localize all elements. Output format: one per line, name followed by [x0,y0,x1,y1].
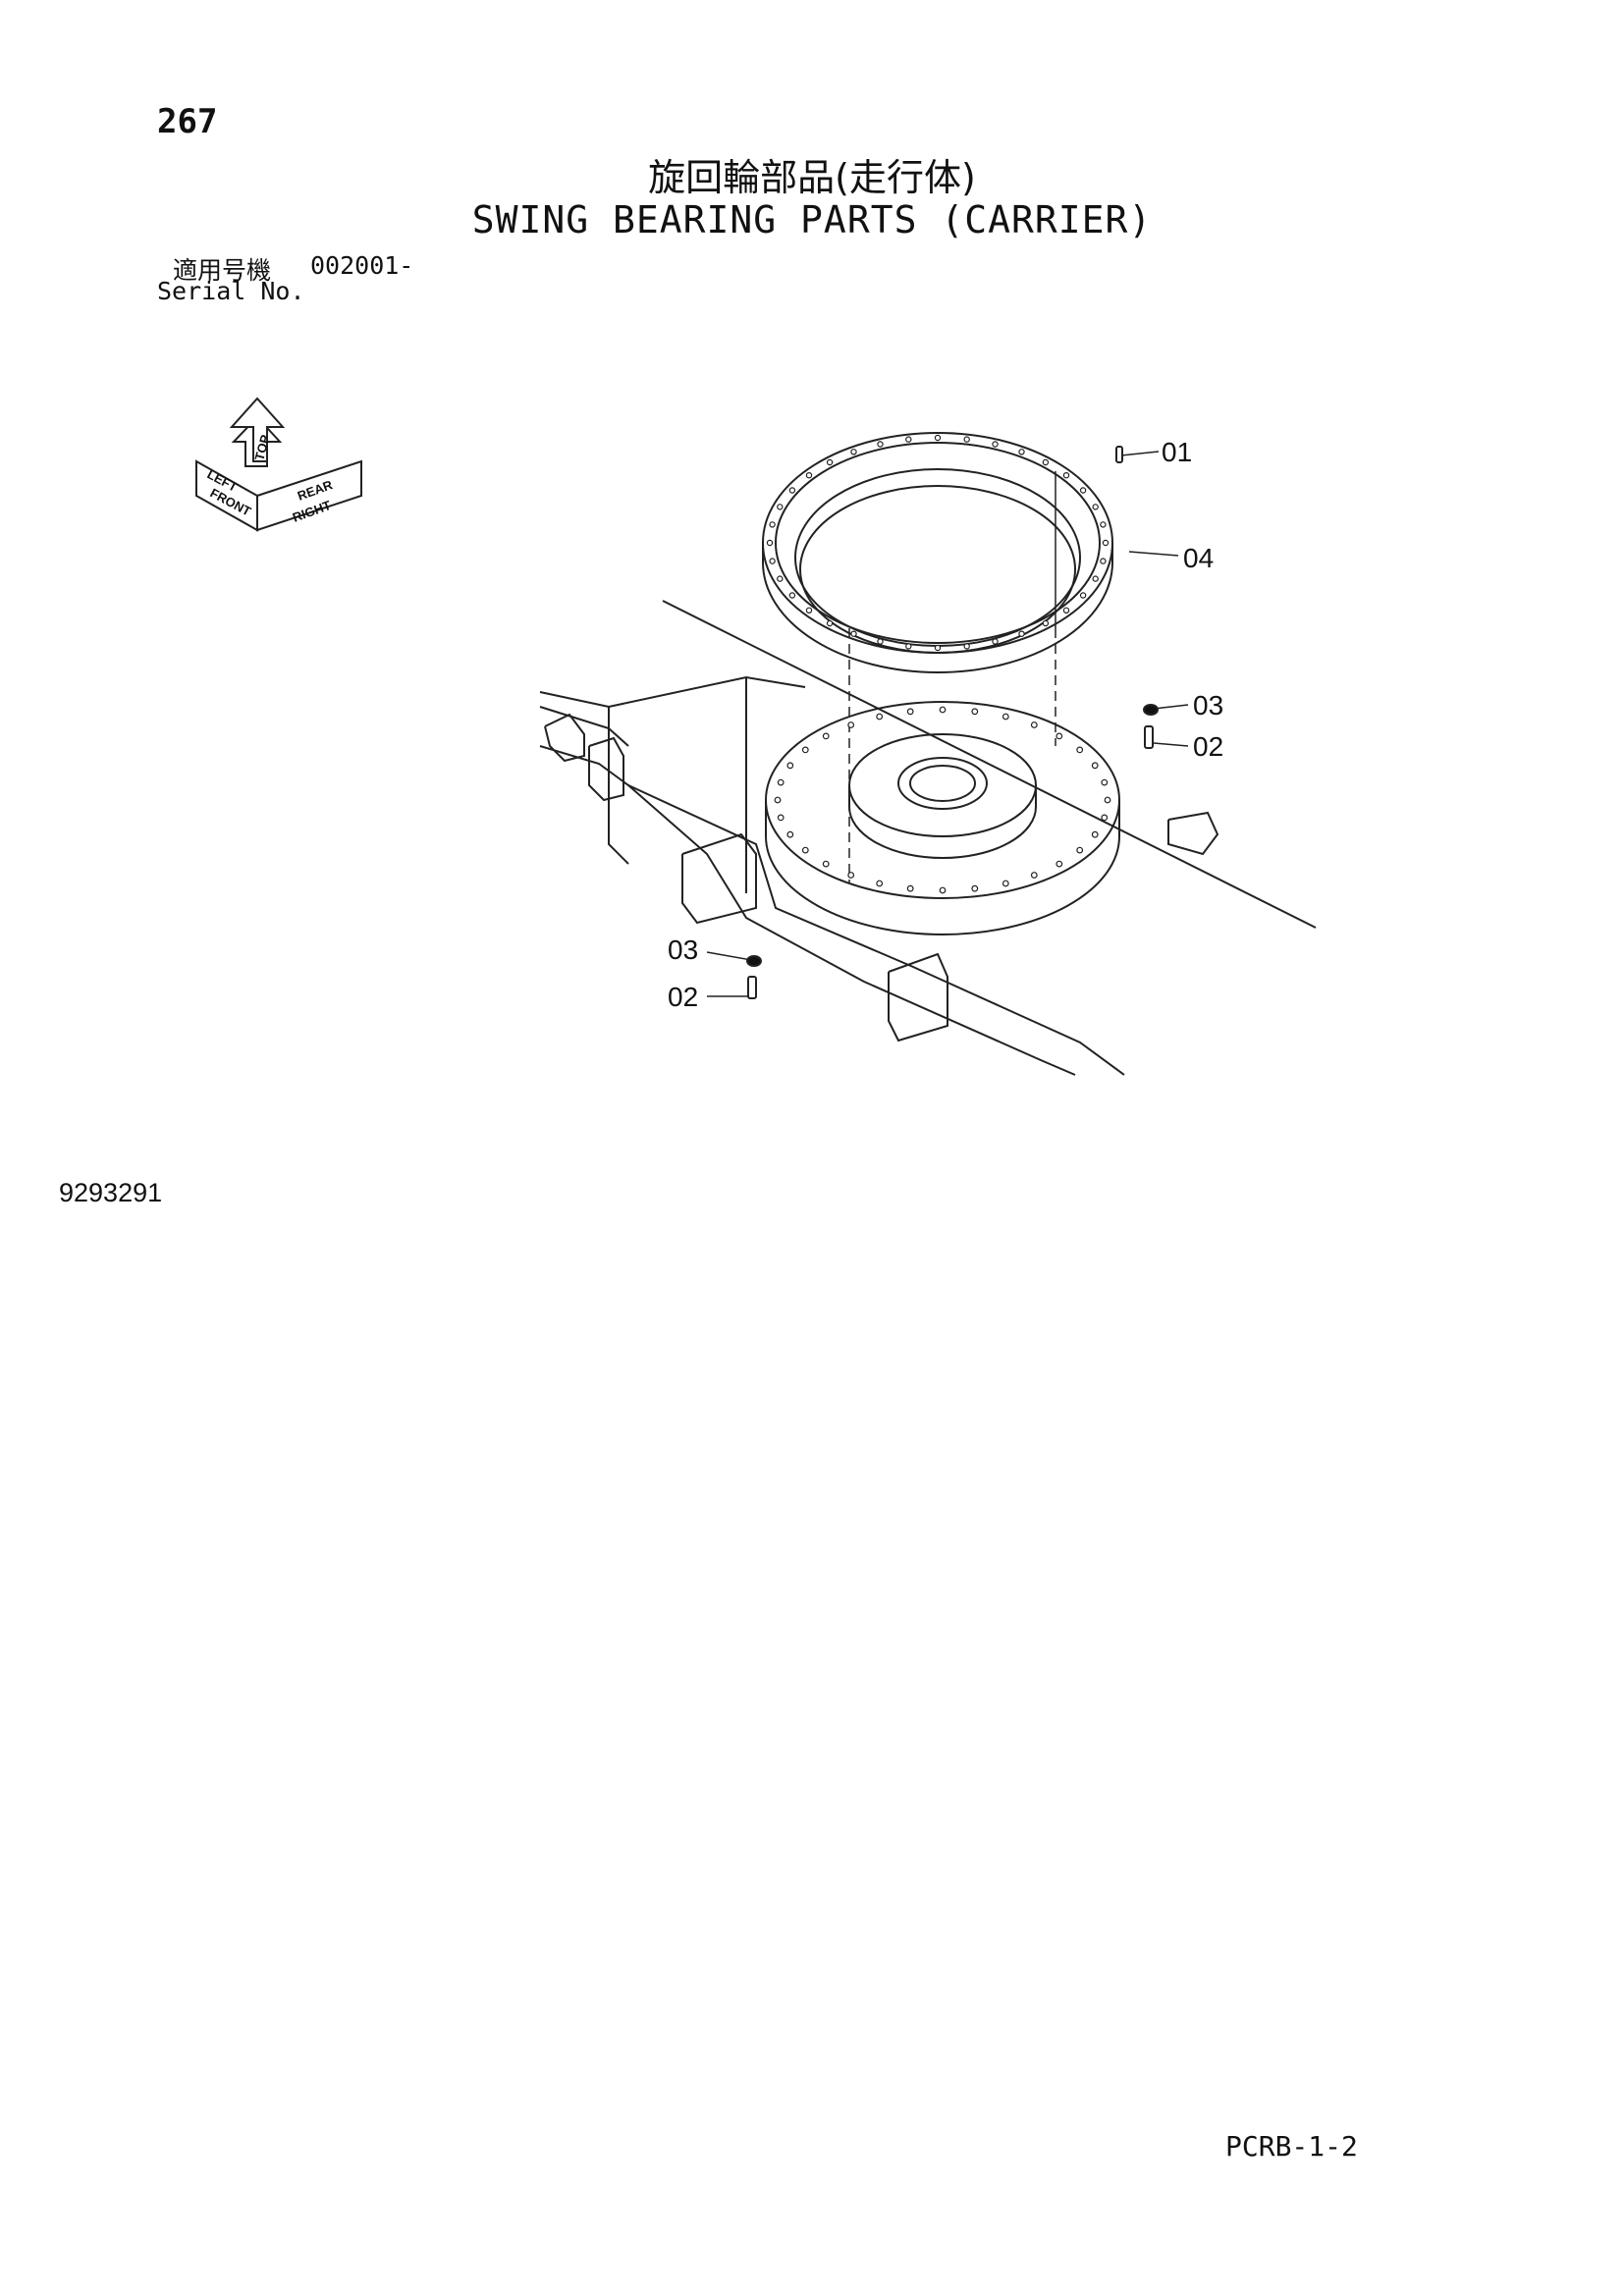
swing-bearing-ring [762,432,1113,883]
bolt-hole [877,638,884,645]
bolt-hole [877,441,884,448]
swing-bearing-exploded-diagram: FRONT RIGHT TOP LEFT REAR [195,397,1317,1076]
bolt-part-02 [1144,725,1154,749]
bolt-hole [876,880,884,887]
page-title-japanese: 旋回輪部品(走行体) [648,156,976,199]
callout-leaders [706,451,1189,997]
swing-motor-base [765,701,1120,935]
bolt-hole [934,434,942,442]
bolt-hole-pattern [774,706,1111,894]
bolt-hole [963,436,970,443]
bolt-hole [939,706,947,714]
bolt-hole [826,458,834,466]
bolt-hole [850,449,857,455]
callout-04: 04 [1183,543,1214,573]
bolt-hole [1100,558,1107,564]
bolt-hole [1062,607,1070,614]
bolt-hole [1062,472,1070,479]
bolt-hole [1101,814,1109,822]
bolt-hole [905,643,912,650]
bolt-hole [777,575,784,582]
page-number: 267 [157,102,218,141]
washer-part-03 [1143,704,1159,716]
bolt-hole [774,796,782,804]
bolt-hole [992,638,999,645]
bolt-hole [1076,746,1084,754]
bolt-hole [1042,458,1050,466]
dir-label-top: TOP [251,433,272,462]
callout-03: 03 [1193,690,1223,721]
bolt-hole [1001,713,1009,721]
bolt-hole [786,762,794,770]
serial-label-english: Serial No. [157,277,305,305]
bolt-part-02-lower [747,976,757,999]
bolt-hole [1001,880,1009,887]
hardware-bolts-washers [746,446,1159,999]
bolt-hole [826,619,834,627]
bolt-hole [1076,846,1084,854]
bolt-hole [777,504,784,510]
bolt-hole [1030,872,1038,879]
callout-01: 01 [1162,437,1192,467]
bolt-hole [1079,487,1087,494]
bolt-hole [805,607,813,614]
bolt-hole [971,708,979,716]
bolt-hole [1042,619,1050,627]
serial-label-japanese: 適用号機 [173,256,272,285]
bolt-hole [777,814,785,822]
bolt-hole [992,441,999,448]
carrier-frame [539,600,1317,1076]
callout-02: 02 [1193,731,1223,762]
bolt-hole [777,778,785,786]
callout-02-lower: 02 [668,982,698,1012]
washer-part-03-lower [746,955,762,967]
pin-part-01 [1115,446,1123,463]
bolt-hole [801,846,809,854]
bolt-hole [939,886,947,894]
page-code: PCRB-1-2 [1225,2130,1358,2163]
bolt-hole [788,487,796,494]
drawing-id: 9293291 [59,1178,163,1207]
bolt-hole [905,436,912,443]
bolt-hole [769,521,776,528]
bolt-hole [934,644,942,652]
bolt-hole [1030,721,1038,728]
bolt-hole [847,721,855,728]
bolt-hole [801,746,809,754]
bolt-hole [876,713,884,721]
serial-range: 002001- [310,251,414,280]
bolt-hole [1079,592,1087,599]
bolt-hole [963,643,970,650]
bolt-hole [769,558,776,564]
bolt-hole [1056,732,1063,740]
bolt-hole [822,860,830,868]
bolt-hole [1102,539,1110,547]
bolt-hole [822,732,830,740]
bolt-hole [1092,504,1099,510]
bolt-hole [766,539,774,547]
page-title-english: SWING BEARING PARTS (CARRIER) [471,198,1153,241]
bolt-hole-pattern [766,434,1110,652]
bolt-hole [1091,762,1099,770]
bolt-hole [1018,449,1025,455]
bolt-hole [786,830,794,838]
bolt-hole [906,708,914,716]
bolt-hole [1091,830,1099,838]
bolt-hole [850,630,857,637]
bolt-hole [847,872,855,879]
orientation-compass-icon: FRONT RIGHT TOP LEFT REAR [195,397,362,532]
callout-03-lower: 03 [668,934,698,965]
bolt-hole [1100,521,1107,528]
bolt-hole [788,592,796,599]
bolt-hole [906,884,914,892]
bolt-hole [1092,575,1099,582]
bolt-hole [1104,796,1111,804]
bolt-hole [805,472,813,479]
bolt-hole [1056,860,1063,868]
bolt-hole [1018,630,1025,637]
bolt-hole [971,884,979,892]
bolt-hole [1101,778,1109,786]
